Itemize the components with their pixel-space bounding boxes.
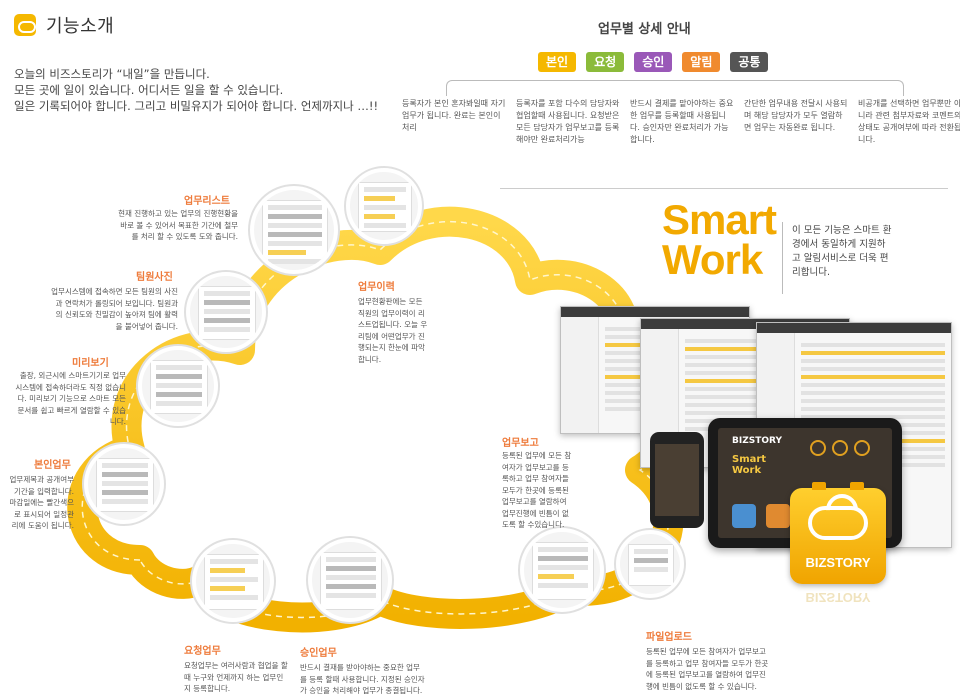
feature-title-request: 요청업무 [184, 646, 221, 657]
tag-desc-notice: 간단한 업무내용 전달시 사용되며 해당 담당자가 모두 열람하면 업무는 자동… [744, 99, 848, 132]
bizstory-logo-icon [14, 14, 36, 36]
tag-common[interactable]: 공통 [730, 52, 769, 72]
circle-self-task[interactable] [84, 444, 164, 524]
tag-desc-request: 등록자를 포함 다수의 담당자와 협업할때 사용됩니다. 요청받은 모든 담당자… [516, 99, 620, 144]
tablet-work-word: Work [732, 465, 762, 476]
icon-tab [812, 482, 826, 490]
brand-name: BIZSTORY [805, 555, 871, 570]
intro-line: 오늘의 비즈스토리가 “내일”을 만듭니다. [14, 67, 210, 81]
bizstory-app-icon: BIZSTORY [790, 482, 886, 584]
smart-work-heading: Smart Work [662, 196, 777, 283]
icon-tab [850, 482, 864, 490]
feature-title-upload: 파일업로드 [646, 632, 692, 643]
intro-text: 오늘의 비즈스토리가 “내일”을 만듭니다. 모든 곳에 일이 있습니다. 어디… [14, 66, 378, 114]
feature-desc-report: 등록된 업무에 모든 참여자가 업무보고를 등록하고 업무 참여자들 모두가 한… [502, 451, 572, 529]
feature-desc-self-task: 업무제목과 공개여부 기간을 입력합니다. 마감일에는 빨간색으로 표시되어 일… [9, 475, 74, 530]
team-photo-thumbnail [198, 286, 256, 340]
feature-desc-history: 업무현황판에는 모든 직원의 업무이력이 리스트업됩니다. 오늘 우리팀에 어떤… [358, 297, 428, 364]
page-header: 기능소개 [14, 12, 114, 38]
history-thumbnail [358, 182, 412, 232]
feature-title-approval: 승인업무 [300, 648, 337, 659]
smart-work-desc: 이 모든 기능은 스마트 환경에서 동일하게 지원하고 알림서비스로 더욱 편리… [782, 222, 892, 294]
cloud-icon [808, 506, 868, 540]
page-title: 기능소개 [46, 16, 115, 37]
smart-word: Smart [662, 196, 777, 243]
feature-title-report: 업무보고 [502, 438, 539, 449]
work-word: Work [662, 236, 763, 283]
circle-approval[interactable] [308, 538, 392, 622]
worklist-thumbnail [262, 200, 328, 264]
tablet-status-rings [810, 440, 870, 456]
upload-thumbnail [628, 544, 674, 586]
circle-worklist[interactable] [250, 186, 338, 274]
feature-desc-worklist: 현재 진행하고 있는 업무의 진행현황을 바로 볼 수 있어서 목표한 기간에 … [118, 209, 238, 241]
guide-title: 업무별 상세 안내 [598, 22, 691, 37]
smartphone [650, 432, 704, 528]
feature-title-preview: 미리보기 [72, 358, 109, 369]
tag-self[interactable]: 본인 [538, 52, 577, 72]
tag-request[interactable]: 요청 [586, 52, 625, 72]
intro-line: 모든 곳에 일이 있습니다. 어디서든 일을 할 수 있습니다. [14, 83, 284, 97]
section-divider [500, 188, 948, 189]
report-thumbnail [532, 542, 594, 600]
feature-desc-upload: 등록된 업무에 모든 참여자가 업무보고를 등록하고 업무 참여자들 모두가 한… [646, 647, 769, 691]
tag-notice[interactable]: 알림 [682, 52, 721, 72]
tag-desc-approval: 반드시 결제를 맡아야하는 중요한 업무를 등록할때 사용됩니다. 승인자만 완… [630, 99, 734, 144]
tag-approval[interactable]: 승인 [634, 52, 673, 72]
app-icon-reflection: BIZSTORY [790, 588, 886, 616]
tablet-logo: BIZSTORY [732, 436, 782, 446]
circle-history[interactable] [346, 168, 422, 244]
circle-preview[interactable] [138, 346, 218, 426]
feature-title-history: 업무이력 [358, 282, 395, 293]
request-thumbnail [204, 554, 264, 610]
feature-title-worklist: 업무리스트 [184, 196, 230, 207]
tag-desc-common: 비공개를 선택하면 업무뿐만 아니라 관련 첨부자료와 코멘트의 상태도 공개여… [858, 99, 960, 144]
circle-report[interactable] [520, 528, 604, 612]
feature-desc-preview: 출장, 외근시에 스마트기기로 업무시스템에 접속하더라도 직정 없습니다. 미… [15, 371, 126, 426]
tablet-smart-work: Smart Work [732, 454, 766, 476]
circle-upload[interactable] [616, 530, 684, 598]
circle-team-photo[interactable] [186, 272, 266, 352]
feature-desc-team-photo: 업무시스템에 접속하면 모든 팀원의 사진과 연락처가 롤링되어 보입니다. 팀… [51, 287, 178, 331]
intro-line: 일은 기록되어야 합니다. 그리고 비밀유지가 되어야 합니다. 언제까지나 …… [14, 99, 379, 113]
tablet-pen-icon[interactable] [732, 504, 756, 528]
brand-name-reflection: BIZSTORY [805, 590, 871, 605]
preview-thumbnail [150, 360, 208, 414]
self-task-thumbnail [96, 458, 154, 512]
guide-tags: 본인 요청 승인 알림 공통 [538, 52, 769, 72]
approval-thumbnail [320, 552, 382, 610]
feature-title-self-task: 본인업무 [34, 460, 71, 471]
tablet-doc-icon[interactable] [766, 504, 790, 528]
feature-title-team-photo: 팀원사진 [136, 272, 173, 283]
guide-descriptions: 등록자가 본인 혼자봐일때 자기업무가 됩니다. 완료는 본인이 처리 등록자를… [402, 98, 960, 146]
circle-request[interactable] [192, 540, 274, 622]
tablet-smart-word: Smart [732, 454, 767, 465]
feature-desc-approval: 반드시 결재를 받아야하는 중요한 업무를 등록 할때 사용합니다. 지정된 승… [300, 663, 425, 695]
tag-desc-self: 등록자가 본인 혼자봐일때 자기업무가 됩니다. 완료는 본인이 처리 [402, 99, 506, 132]
tag-connector-line [446, 80, 904, 96]
feature-desc-request: 요청업무는 여러사람과 협업을 할때 누구와 언제까지 하는 업무인지 등록합니… [184, 661, 288, 693]
